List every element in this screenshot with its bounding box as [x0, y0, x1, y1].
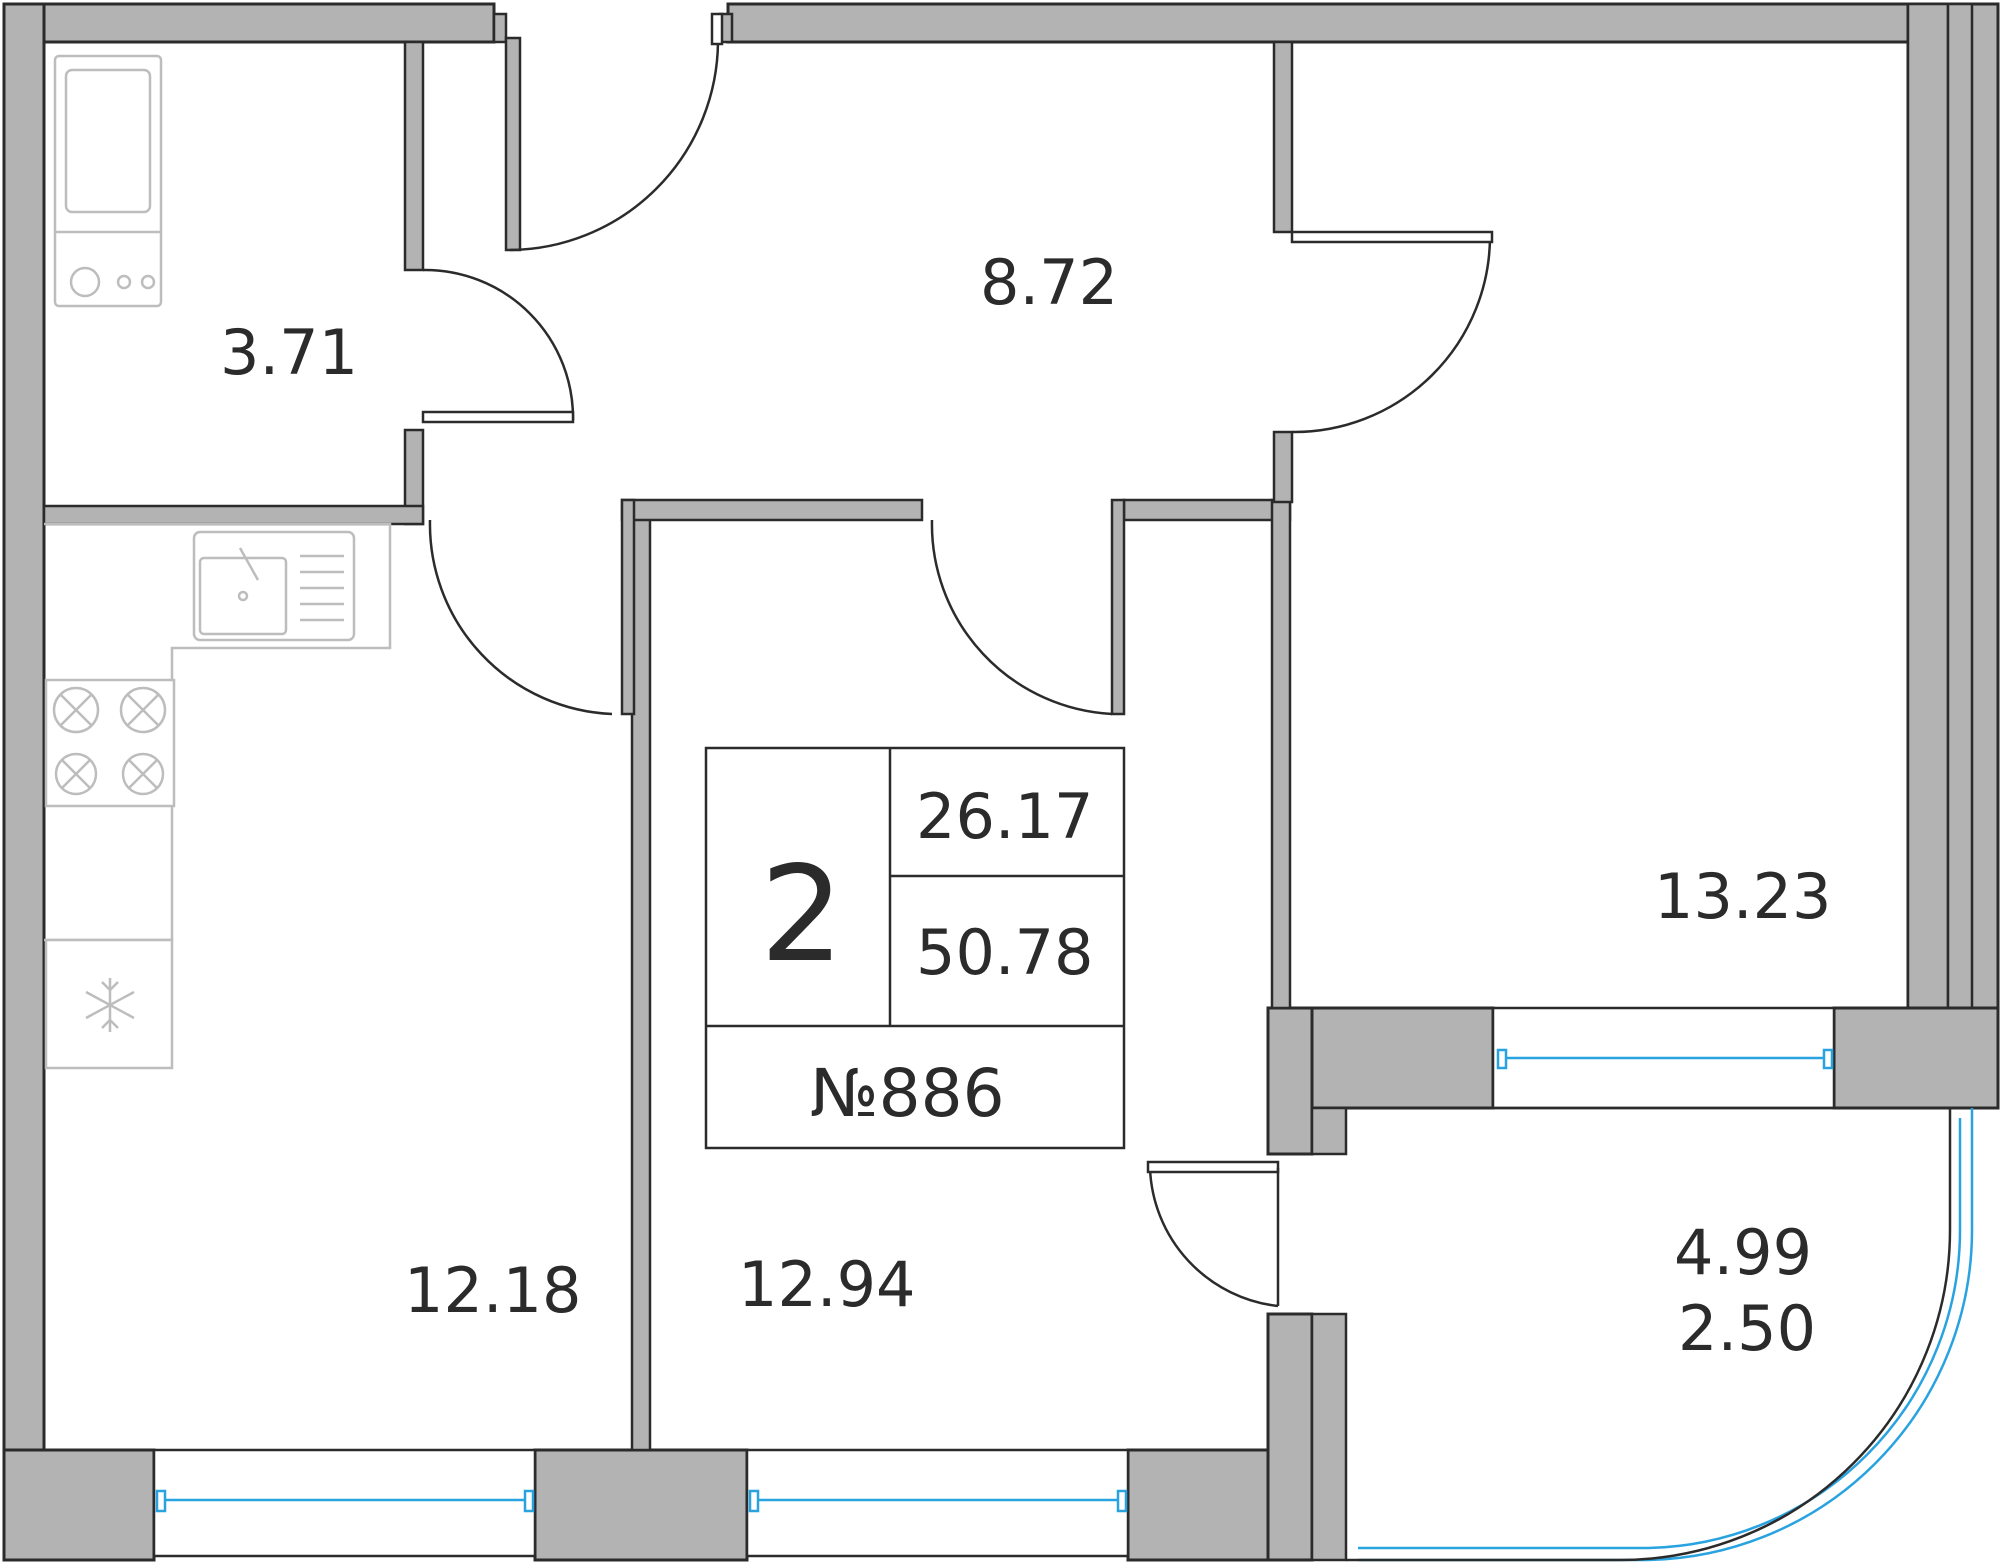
wall-bottom-mid2 — [1126, 1448, 1280, 1562]
burner-3-icon — [54, 752, 98, 796]
balcony-area-reduced-label: 2.50 — [1678, 1292, 1816, 1365]
washing-machine-drum-icon — [69, 266, 101, 298]
loggia-door-leaf — [1146, 1160, 1280, 1174]
bedroom-door-leaf — [1290, 230, 1494, 244]
interior-walls — [42, 12, 1294, 1452]
wall-living-top-left — [620, 498, 924, 522]
kitchen-sink — [192, 530, 356, 642]
wall-left — [2, 2, 46, 1558]
wc-door-leaf — [421, 410, 575, 424]
room-labels: 3.71 8.72 12.18 12.94 13.23 4.99 2.50 — [220, 246, 1832, 1365]
wall-right-inner-band — [1906, 2, 1950, 1074]
wall-right-inner-band2 — [1946, 2, 1974, 1074]
sink-faucet — [238, 547, 260, 581]
doors — [421, 12, 1494, 1308]
wall-top-left — [2, 2, 496, 44]
burner-cross-2b — [126, 693, 160, 727]
burner-1-icon — [52, 686, 100, 734]
window-loggia-curve-inner — [1358, 1118, 1962, 1550]
hall-area-label: 8.72 — [980, 246, 1118, 319]
burner-cross-4b — [128, 759, 158, 789]
washing-machine — [53, 54, 163, 308]
burner-4-icon — [121, 752, 165, 796]
wall-top-right — [726, 2, 1910, 44]
apartment-info-box: 2 26.17 50.78 №886 — [704, 746, 1126, 1150]
wall-bedroom-left-top — [1272, 40, 1294, 234]
burner-2-icon — [119, 686, 167, 734]
wall-bedroom-left-mid — [1272, 430, 1294, 504]
wall-wc-hinge — [504, 36, 522, 252]
window-living-cap-r — [1116, 1489, 1128, 1513]
wall-bottom-left — [2, 1448, 156, 1562]
wall-entry-stub-left — [620, 498, 636, 716]
wall-bedroom-bottom-right — [1832, 1006, 2000, 1110]
kitchen-door-swing — [428, 519, 613, 716]
window-kitchen-frame — [152, 1448, 537, 1558]
window-kitchen-cap-l — [155, 1489, 167, 1513]
loggia-door-swing — [1148, 1167, 1279, 1308]
total-area: 50.78 — [916, 916, 1094, 989]
wall-loggia-left-bottom — [1266, 1312, 1314, 1562]
fixtures — [44, 54, 392, 1070]
balcony-area-full-label: 4.99 — [1674, 1216, 1812, 1289]
bedroom-area-label: 13.23 — [1654, 860, 1832, 933]
entrance-door-leaf — [710, 12, 724, 46]
burner-cross-3b — [61, 759, 91, 789]
wall-loggia-thin — [1310, 1106, 1348, 1156]
loggia-outline — [1346, 1106, 1952, 1562]
room-count: 2 — [760, 838, 844, 992]
window-living-cap-l — [748, 1489, 760, 1513]
info-box-frame — [704, 746, 1126, 1150]
washing-machine-panel — [64, 68, 152, 214]
wc-door-swing — [422, 268, 575, 421]
wall-living-right — [1270, 498, 1292, 1010]
bedroom-door-swing — [1291, 235, 1492, 434]
wall-loggia-thin2 — [1310, 1312, 1348, 1562]
kitchen-sink-bowl — [198, 556, 288, 636]
wall-wc-right-top — [403, 40, 425, 272]
living-total-area: 26.17 — [916, 780, 1094, 853]
wall-bottom-mid1 — [533, 1448, 749, 1562]
wc-area-label: 3.71 — [220, 316, 358, 389]
sink-drain-icon — [237, 590, 249, 602]
wall-entry-stub-right — [1110, 498, 1126, 716]
washing-machine-knob1-icon — [116, 274, 132, 290]
entrance-door-swing — [509, 41, 720, 252]
snowflake-icon — [85, 978, 135, 1032]
window-loggia-curve-outer — [1358, 1108, 1974, 1562]
window-bedroom-cap-r — [1822, 1048, 1834, 1070]
washing-machine-knob2-icon — [140, 274, 156, 290]
windows — [152, 1006, 1974, 1562]
wall-wc-bottom — [42, 504, 425, 526]
living-door-swing — [930, 519, 1113, 716]
window-living-frame — [745, 1448, 1130, 1558]
burner-cross-1b — [59, 693, 93, 727]
wall-living-top-right — [1122, 498, 1292, 522]
living-area-label: 12.94 — [738, 1248, 916, 1321]
apartment-number: №886 — [810, 1055, 1005, 1132]
window-bedroom-cap-l — [1496, 1048, 1508, 1070]
kitchen-area-label: 12.18 — [404, 1254, 582, 1327]
wall-loggia-left-top — [1266, 1006, 1314, 1156]
window-kitchen-cap-r — [523, 1489, 535, 1513]
wall-wc-top-stub — [492, 12, 508, 44]
